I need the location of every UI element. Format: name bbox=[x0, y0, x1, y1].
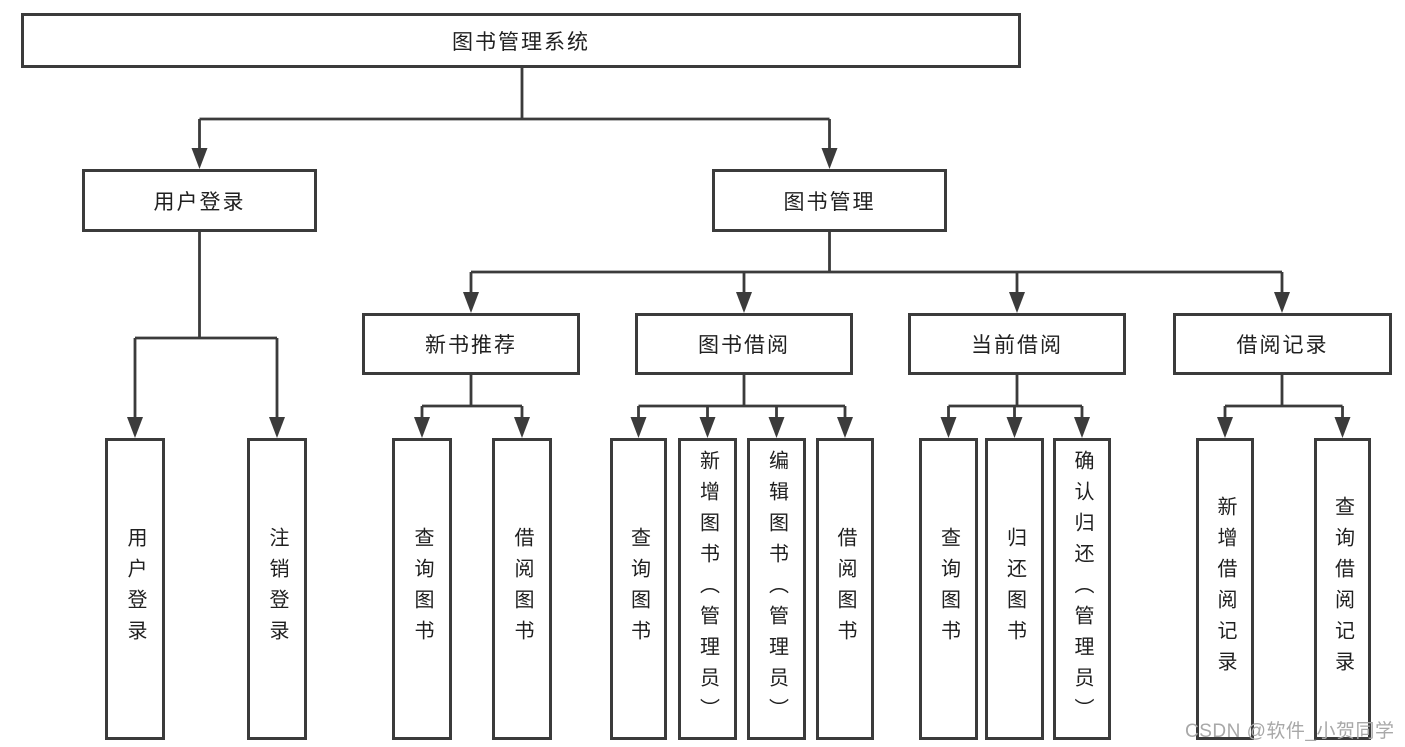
node-current-borrow: 当前借阅 bbox=[908, 313, 1126, 375]
node-root: 图书管理系统 bbox=[21, 13, 1021, 68]
leaf-confirm-return-admin: 确认归还（管理员） bbox=[1053, 438, 1111, 740]
leaf-borrow-books-recommend: 借阅图书 bbox=[492, 438, 552, 740]
watermark: CSDN @软件_小贺同学 bbox=[1185, 721, 1395, 742]
arrowhead bbox=[1074, 417, 1090, 438]
arrowhead bbox=[269, 417, 285, 438]
connector-book-management-children bbox=[463, 232, 1290, 313]
node-book-borrow: 图书借阅 bbox=[635, 313, 853, 375]
leaf-borrow-books: 借阅图书 bbox=[816, 438, 874, 740]
connector-current-borrow-children bbox=[940, 375, 1090, 438]
arrowhead bbox=[1006, 417, 1023, 438]
connector-user-login-children bbox=[127, 232, 285, 438]
leaf-logout: 注销登录 bbox=[247, 438, 307, 740]
leaf-query-borrow-record: 查询借阅记录 bbox=[1314, 438, 1371, 740]
node-book-management: 图书管理 bbox=[712, 169, 947, 232]
leaf-add-book-admin: 新增图书（管理员） bbox=[678, 438, 737, 740]
arrowhead bbox=[736, 292, 752, 313]
arrowhead bbox=[1009, 292, 1025, 313]
leaf-return-book: 归还图书 bbox=[985, 438, 1044, 740]
leaf-query-books-borrow: 查询图书 bbox=[610, 438, 667, 740]
arrowhead bbox=[514, 417, 530, 438]
connector-borrow-records-children bbox=[1217, 375, 1351, 438]
arrowhead bbox=[940, 417, 957, 438]
node-user-login: 用户登录 bbox=[82, 169, 317, 232]
arrowhead bbox=[630, 417, 647, 438]
arrowhead bbox=[191, 148, 208, 169]
arrowhead bbox=[1334, 417, 1351, 438]
arrowhead bbox=[699, 417, 716, 438]
arrowhead bbox=[127, 417, 143, 438]
arrowhead bbox=[463, 292, 479, 313]
connector-root-to-level2 bbox=[191, 68, 838, 169]
arrowhead bbox=[837, 417, 853, 438]
leaf-query-books-current: 查询图书 bbox=[919, 438, 978, 740]
connector-new-book-children bbox=[414, 375, 530, 438]
arrowhead bbox=[414, 417, 430, 438]
arrowhead bbox=[1217, 417, 1233, 438]
arrowhead bbox=[1274, 292, 1290, 313]
node-borrow-records: 借阅记录 bbox=[1173, 313, 1392, 375]
arrowhead bbox=[821, 148, 838, 169]
leaf-user-login: 用户登录 bbox=[105, 438, 165, 740]
arrowhead bbox=[768, 417, 785, 438]
leaf-query-books-recommend: 查询图书 bbox=[392, 438, 452, 740]
leaf-add-borrow-record: 新增借阅记录 bbox=[1196, 438, 1254, 740]
connector-book-borrow-children bbox=[630, 375, 853, 438]
leaf-edit-book-admin: 编辑图书（管理员） bbox=[747, 438, 806, 740]
node-new-book-recommend: 新书推荐 bbox=[362, 313, 580, 375]
